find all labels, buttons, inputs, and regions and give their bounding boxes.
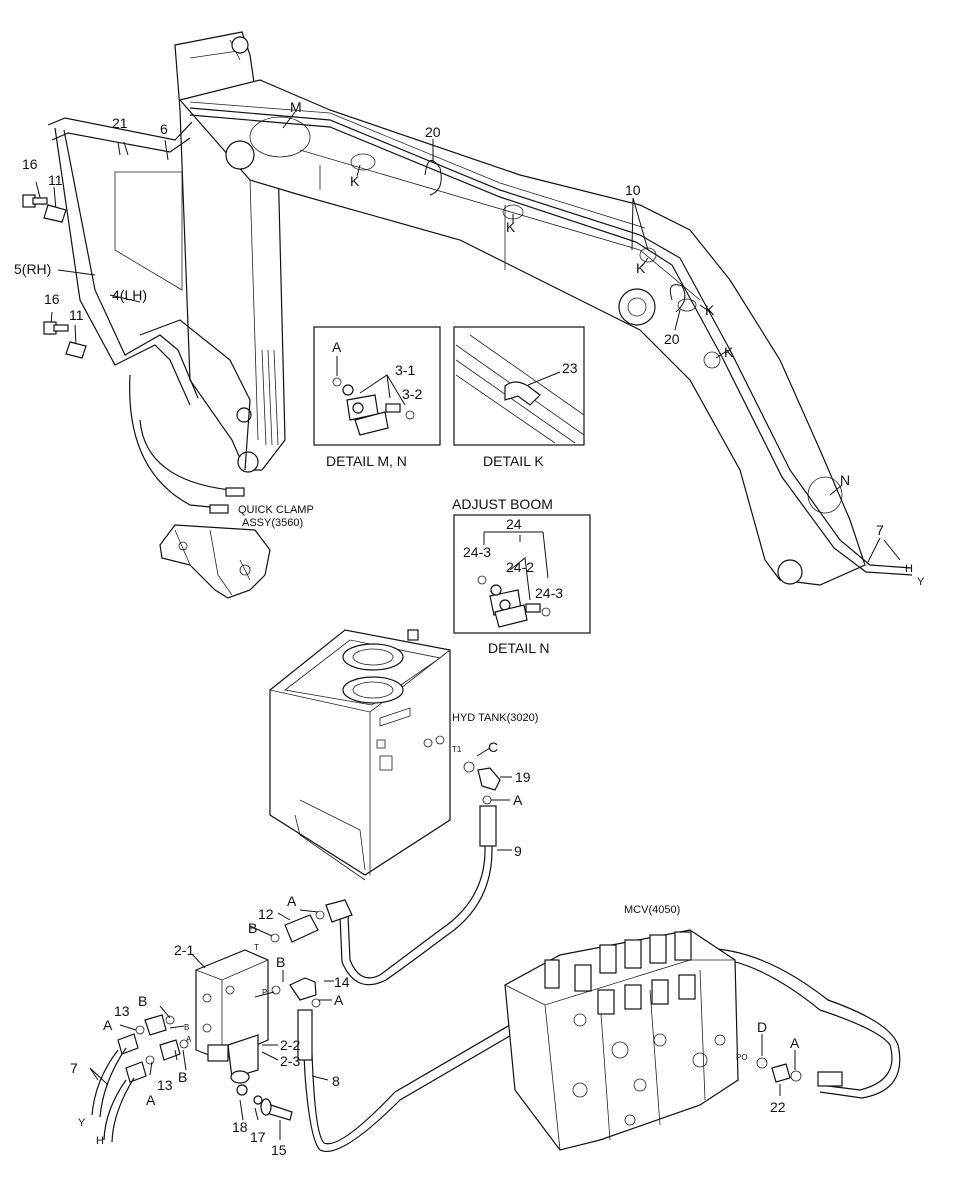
callout-a-14: A [334, 992, 344, 1008]
callout-16-top: 16 [22, 156, 38, 172]
callout-h-block: H [96, 1135, 104, 1147]
detail-k-23: 23 [562, 360, 578, 376]
mcv-callout-a: A [790, 1035, 800, 1051]
callout-11-bottom: 11 [69, 307, 84, 323]
mcv-port-po: PO [736, 1053, 748, 1062]
callout-b-14: B [276, 954, 285, 970]
boom-callout-labels: 21 6 M 20 K K 16 11 5(RH) 4(LH) 16 11 10… [14, 99, 925, 588]
detail-k-caption: DETAIL K [483, 453, 544, 469]
mcv-callout-d: D [757, 1019, 767, 1035]
port-a: A [186, 1035, 192, 1044]
callout-8: 8 [332, 1073, 340, 1089]
mcv-callout-22: 22 [770, 1099, 786, 1115]
mcv-label: MCV(4050) [624, 904, 680, 916]
callout-14: 14 [334, 974, 350, 990]
quick-clamp-label-1: QUICK CLAMP [238, 504, 314, 516]
callout-17: 17 [250, 1129, 266, 1145]
port-b: B [184, 1023, 189, 1032]
callout-21: 21 [112, 115, 128, 131]
detail-mn-a: A [332, 339, 342, 355]
callout-y-boom: Y [917, 576, 925, 588]
callout-20-bottom: 20 [664, 331, 680, 347]
quick-clamp-label-2: ASSY(3560) [242, 517, 303, 529]
callout-k-2: K [506, 219, 516, 235]
callout-11-top: 11 [48, 172, 63, 188]
callout-13-top: 13 [114, 1003, 130, 1019]
callout-16-bottom: 16 [44, 291, 60, 307]
callout-b-12: B [248, 920, 257, 936]
detail-n-box: ADJUST BOOM 24 24-3 24-2 24-3 DETAIL N [452, 496, 591, 656]
detail-n-caption: DETAIL N [488, 640, 549, 656]
callout-15: 15 [271, 1142, 287, 1158]
tank-callout-c: C [488, 739, 498, 755]
callout-5-rh: 5(RH) [14, 261, 51, 277]
detail-mn-3-1: 3-1 [395, 362, 415, 378]
callout-12: 12 [258, 906, 274, 922]
main-control-valve: MCV(4050) PO D A 22 [504, 904, 802, 1151]
callout-n: N [840, 472, 850, 488]
callout-a-13-bottom: A [146, 1092, 156, 1108]
callout-6: 6 [160, 121, 168, 137]
callout-20-top: 20 [425, 124, 441, 140]
callout-b-13-top: B [138, 993, 147, 1009]
detail-n-24-3-left: 24-3 [463, 544, 491, 560]
tank-label: HYD TANK(3020) [452, 712, 538, 724]
valve-block-callouts: 2-1 12 A B T B P 14 A B B A 13 A 13 A B … [70, 893, 350, 1158]
tank-t1: T1 [452, 745, 462, 754]
tank-callout-9: 9 [514, 843, 522, 859]
callout-a-13-top: A [103, 1017, 113, 1033]
callout-k-1: K [350, 173, 360, 189]
port-p: P [262, 988, 267, 997]
callout-m: M [290, 99, 302, 115]
callout-a-12: A [287, 893, 297, 909]
tank-callout-19: 19 [515, 769, 531, 785]
callout-7-boom: 7 [876, 522, 884, 538]
detail-k-box: 23 DETAIL K [453, 326, 585, 469]
detail-n-24-3-right: 24-3 [535, 585, 563, 601]
callout-4-lh: 4(LH) [112, 287, 147, 303]
port-t: T [254, 943, 259, 952]
tank-callout-a: A [513, 792, 523, 808]
callout-k-5: K [724, 344, 734, 360]
callout-2-1: 2-1 [174, 942, 194, 958]
detail-mn-3-2: 3-2 [402, 386, 422, 402]
quick-clamp-assembly: QUICK CLAMP ASSY(3560) [159, 487, 314, 599]
callout-y-block: Y [78, 1117, 86, 1129]
callout-7-block: 7 [70, 1060, 78, 1076]
detail-n-heading: ADJUST BOOM [452, 496, 553, 512]
detail-n-24: 24 [506, 516, 522, 532]
detail-mn-caption: DETAIL M, N [326, 453, 407, 469]
callout-2-3: 2-3 [280, 1053, 300, 1069]
boom-assembly [22, 31, 913, 586]
callout-13-bottom: 13 [157, 1077, 173, 1093]
callout-b-13-bottom: B [178, 1069, 187, 1085]
callout-18: 18 [232, 1119, 248, 1135]
detail-mn-box: A 3-1 3-2 DETAIL M, N [313, 326, 441, 469]
detail-n-24-2: 24-2 [506, 559, 534, 575]
callout-h-boom: H [905, 563, 913, 575]
callout-10: 10 [625, 182, 641, 198]
callout-2-2: 2-2 [280, 1037, 300, 1053]
callout-k-3: K [636, 260, 646, 276]
valve-block-assembly [89, 899, 901, 1152]
callout-k-4: K [705, 302, 715, 318]
